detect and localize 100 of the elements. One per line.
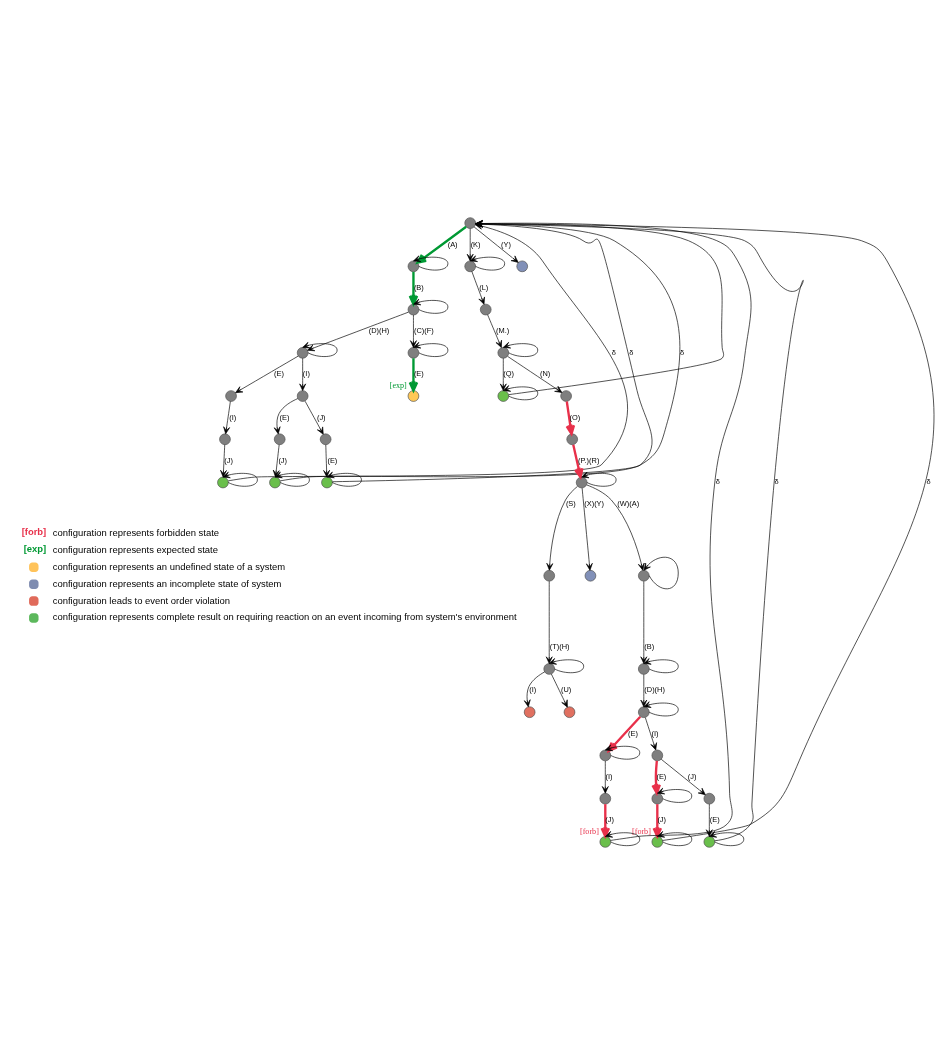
node-circle	[638, 705, 650, 718]
legend-label: configuration leads to event order violation	[52, 594, 231, 606]
edge-label: (J)	[316, 412, 326, 422]
arrow	[413, 298, 449, 314]
node-circle	[219, 433, 231, 445]
node-circle	[407, 303, 420, 315]
edge-label: δ	[774, 476, 779, 486]
node-circle	[407, 346, 420, 359]
node-circle	[543, 662, 555, 675]
edge-label: δ	[611, 347, 616, 357]
edge-label: (S)	[565, 498, 576, 508]
arrow	[223, 400, 231, 434]
edge-label: (I)	[651, 728, 659, 738]
edge-label: (I)	[605, 771, 613, 781]
edge-label: (N)	[540, 368, 551, 378]
node-circle	[516, 260, 528, 272]
arrow	[709, 830, 745, 846]
node-circle	[464, 216, 476, 229]
edge-label: (J)	[278, 455, 288, 465]
arrow	[572, 444, 584, 478]
edge-label: (C)(F)	[414, 325, 434, 335]
edge-label: (E)	[628, 728, 638, 738]
node-circle	[584, 569, 597, 581]
arrow	[487, 313, 502, 348]
edge-label: (W)(A)	[617, 498, 640, 508]
arrow	[660, 758, 706, 795]
node-circle	[269, 476, 281, 488]
edge-label: (Y)	[501, 239, 511, 249]
edge-label: (E)	[327, 455, 338, 465]
node-circle	[638, 569, 650, 581]
arrow	[548, 657, 584, 673]
edge-label: (P.)(R)	[578, 455, 600, 465]
arrow	[640, 673, 648, 707]
edge-label: δ	[679, 347, 685, 357]
arrow	[272, 443, 280, 477]
node-circle	[599, 749, 612, 761]
edge-label: (U)	[560, 684, 572, 694]
node-circle	[651, 835, 664, 848]
arrow	[551, 673, 568, 708]
edge-label: (D)(H)	[644, 684, 665, 694]
edge-label: δ	[926, 476, 931, 486]
arrow	[273, 397, 299, 434]
edge-label: (I)	[529, 684, 537, 694]
arrow	[299, 357, 307, 391]
arrow	[274, 471, 310, 487]
edge-label: (Q)	[503, 368, 515, 378]
arrow	[657, 830, 693, 846]
arrow	[302, 341, 338, 357]
label: configuration represents forbidden state	[52, 526, 220, 538]
arrow	[499, 357, 507, 391]
arrow	[473, 226, 519, 263]
edge-label: (B)	[644, 641, 655, 651]
node-circle	[560, 389, 572, 402]
label: [exp]	[23, 542, 47, 554]
arrow	[502, 384, 539, 400]
node-circle	[296, 346, 309, 359]
node-circle	[497, 346, 510, 359]
node-circle	[651, 749, 664, 761]
node-circle	[566, 433, 578, 445]
node-circle	[563, 705, 576, 718]
node-circle	[497, 389, 510, 402]
node-circle	[651, 792, 664, 804]
edge-label: (X)(Y)	[584, 498, 605, 508]
node-circle	[464, 260, 476, 272]
node-circle	[523, 705, 536, 718]
arrow	[581, 487, 593, 571]
arrow	[640, 580, 648, 664]
arrow	[471, 270, 485, 305]
arrow	[222, 471, 258, 487]
arrow	[643, 556, 679, 589]
node-circle	[321, 476, 333, 488]
arrow	[604, 830, 641, 846]
arrow	[220, 443, 227, 477]
node-circle	[407, 389, 420, 402]
label: [forb]	[21, 525, 47, 537]
arrow	[307, 311, 409, 351]
edge-label: δ	[629, 347, 634, 357]
arrow	[657, 787, 693, 803]
edge-label: (E)	[709, 814, 720, 824]
arrow	[466, 227, 474, 261]
arrow	[643, 700, 679, 716]
arrow	[413, 341, 449, 357]
legend-label: configuration represents an undefined state of a system	[52, 560, 286, 572]
arrow	[304, 400, 324, 435]
edge-label: (T)(H)	[549, 641, 570, 651]
node-circle	[599, 792, 612, 804]
arrow	[507, 355, 563, 393]
edge-label: (O)	[569, 412, 581, 422]
arrow	[469, 255, 505, 270]
edge-label: δ	[715, 476, 720, 486]
node-circle	[543, 569, 555, 581]
edge-label: (I)	[229, 412, 237, 422]
node-circle	[273, 433, 286, 445]
node-circle	[296, 389, 309, 402]
node-circle	[638, 662, 650, 675]
node-circle	[225, 389, 237, 402]
edge-label: (I)	[302, 368, 310, 378]
edge-label: (J)	[657, 814, 667, 824]
node-circle	[703, 792, 716, 804]
node-circle	[319, 433, 332, 445]
